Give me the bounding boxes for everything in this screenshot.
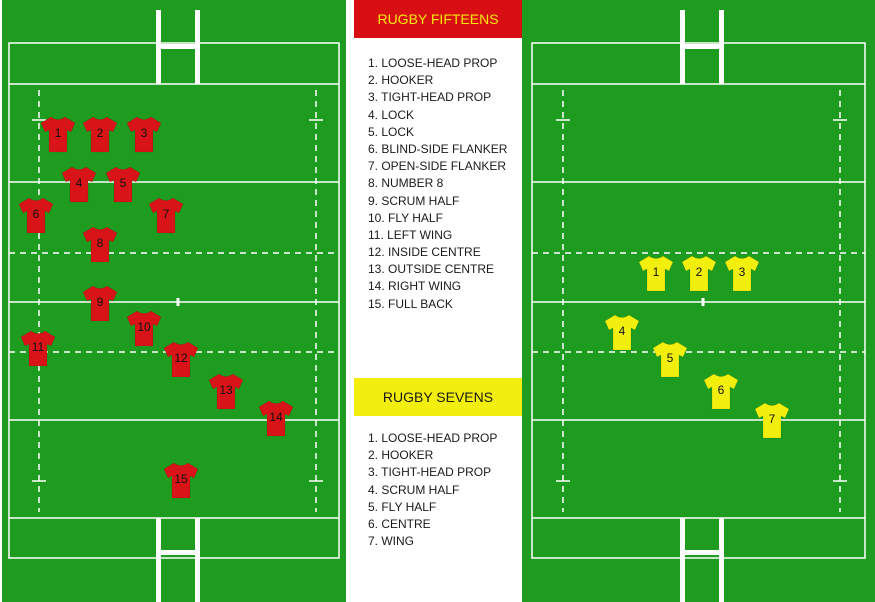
sevens-player-shirt: 7	[752, 400, 792, 440]
shirt-icon	[20, 330, 56, 367]
sevens-pitch-markings	[531, 10, 866, 602]
sevens-position-item: 1. LOOSE-HEAD PROP	[368, 431, 498, 445]
shirt-icon	[82, 116, 118, 153]
fifteens-position-item: 1. LOOSE-HEAD PROP	[368, 56, 498, 70]
shirt-icon	[18, 197, 54, 234]
fifteens-position-item: 9. SCRUM HALF	[368, 193, 460, 208]
sevens-position-item: 4. SCRUM HALF	[368, 482, 460, 497]
fifteens-position-list: 1. LOOSE-HEAD PROP 2. HOOKER 3. TIGHT-HEAD…	[368, 55, 507, 313]
fifteens-shirt-number: 1	[54, 126, 62, 140]
shirt-icon	[724, 255, 760, 292]
fifteens-shirt-number: 9	[96, 295, 104, 309]
positions-panel: RUGBY FIFTEENS 1. LOOSE-HEAD PROP 2. HOOK…	[354, 0, 522, 602]
fifteens-shirt-number: 13	[219, 383, 233, 397]
sevens-player-shirt: 1	[636, 253, 676, 293]
fifteens-pitch-markings	[8, 10, 340, 602]
shirt-icon	[82, 226, 118, 263]
sevens-position-item: 7. WING	[368, 534, 415, 549]
fifteens-player-shirt: 4	[59, 164, 99, 204]
sevens-shirt-number: 5	[666, 351, 674, 365]
fifteens-shirt-number: 4	[75, 176, 83, 190]
fifteens-player-shirt: 3	[124, 114, 164, 154]
shirt-icon	[163, 462, 199, 499]
fifteens-shirt-number: 10	[137, 320, 151, 334]
fifteens-position-item: 15. FULL BACK	[368, 296, 453, 311]
sevens-position-item: 6. CENTRE	[368, 516, 431, 531]
shirt-icon	[703, 373, 739, 410]
fifteens-shirt-number: 11	[31, 340, 45, 354]
fifteens-shirt-number: 2	[96, 126, 104, 140]
fifteens-player-shirt: 14	[256, 398, 296, 438]
sevens-shirt-number: 1	[652, 265, 660, 279]
shirt-icon	[163, 341, 199, 378]
fifteens-player-shirt: 9	[80, 283, 120, 323]
fifteens-position-item: 12. INSIDE CENTRE	[368, 245, 481, 260]
shirt-icon	[208, 373, 244, 410]
fifteens-position-item: 10. FLY HALF	[368, 210, 443, 225]
sevens-shirt-number: 7	[768, 412, 776, 426]
shirt-icon	[40, 116, 76, 153]
fifteens-shirt-number: 15	[174, 472, 188, 486]
shirt-icon	[126, 116, 162, 153]
fifteens-position-item: 2. HOOKER	[368, 73, 434, 88]
fifteens-position-item: 11. LEFT WING	[368, 227, 453, 242]
fifteens-title: RUGBY FIFTEENS	[354, 0, 522, 38]
fifteens-position-item: 3. TIGHT-HEAD PROP	[368, 90, 492, 105]
shirt-icon	[61, 166, 97, 203]
fifteens-shirt-number: 6	[32, 207, 40, 221]
fifteens-player-shirt: 10	[124, 308, 164, 348]
sevens-player-shirt: 2	[679, 253, 719, 293]
fifteens-shirt-number: 8	[96, 236, 104, 250]
sevens-position-item: 5. FLY HALF	[368, 499, 437, 514]
fifteens-position-item: 7. OPEN-SIDE FLANKER	[368, 159, 507, 174]
fifteens-player-shirt: 11	[18, 328, 58, 368]
fifteens-player-shirt: 8	[80, 224, 120, 264]
fifteens-shirt-number: 3	[140, 126, 148, 140]
shirt-icon	[652, 341, 688, 378]
sevens-shirt-number: 6	[717, 383, 725, 397]
sevens-shirt-number: 4	[618, 324, 626, 338]
fifteens-player-shirt: 7	[146, 195, 186, 235]
sevens-title: RUGBY SEVENS	[354, 378, 522, 416]
fifteens-player-shirt: 6	[16, 195, 56, 235]
shirt-icon	[754, 402, 790, 439]
fifteens-shirt-number: 12	[174, 351, 188, 365]
shirt-icon	[105, 166, 141, 203]
fifteens-player-shirt: 15	[161, 460, 201, 500]
fifteens-position-item: 13. OUTSIDE CENTRE	[368, 262, 495, 277]
shirt-icon	[604, 314, 640, 351]
sevens-position-item: 3. TIGHT-HEAD PROP	[368, 465, 492, 480]
shirt-icon	[638, 255, 674, 292]
fifteens-position-item: 4. LOCK	[368, 107, 415, 122]
sevens-pitch: 1 2 3 4 5 6 7	[522, 0, 875, 602]
sevens-position-item: 2. HOOKER	[368, 448, 434, 463]
sevens-shirt-number: 2	[695, 265, 703, 279]
fifteens-player-shirt: 13	[206, 371, 246, 411]
fifteens-shirt-number: 5	[119, 176, 127, 190]
sevens-shirt-number: 3	[738, 265, 746, 279]
fifteens-player-shirt: 2	[80, 114, 120, 154]
fifteens-player-shirt: 5	[103, 164, 143, 204]
fifteens-player-shirt: 1	[38, 114, 78, 154]
sevens-player-shirt: 5	[650, 339, 690, 379]
fifteens-player-shirt: 12	[161, 339, 201, 379]
shirt-icon	[681, 255, 717, 292]
shirt-icon	[126, 310, 162, 347]
fifteens-position-item: 14. RIGHT WING	[368, 279, 462, 294]
shirt-icon	[148, 197, 184, 234]
fifteens-shirt-number: 14	[269, 410, 283, 424]
sevens-player-shirt: 4	[602, 312, 642, 352]
fifteens-position-item: 8. NUMBER 8	[368, 176, 444, 191]
fifteens-position-item: 6. BLIND-SIDE FLANKER	[368, 141, 508, 156]
sevens-position-list: 1. LOOSE-HEAD PROP 2. HOOKER 3. TIGHT-HEAD…	[368, 430, 497, 550]
fifteens-shirt-number: 7	[162, 207, 170, 221]
sevens-player-shirt: 3	[722, 253, 762, 293]
sevens-player-shirt: 6	[701, 371, 741, 411]
fifteens-position-item: 5. LOCK	[368, 124, 415, 139]
shirt-icon	[82, 285, 118, 322]
shirt-icon	[258, 400, 294, 437]
